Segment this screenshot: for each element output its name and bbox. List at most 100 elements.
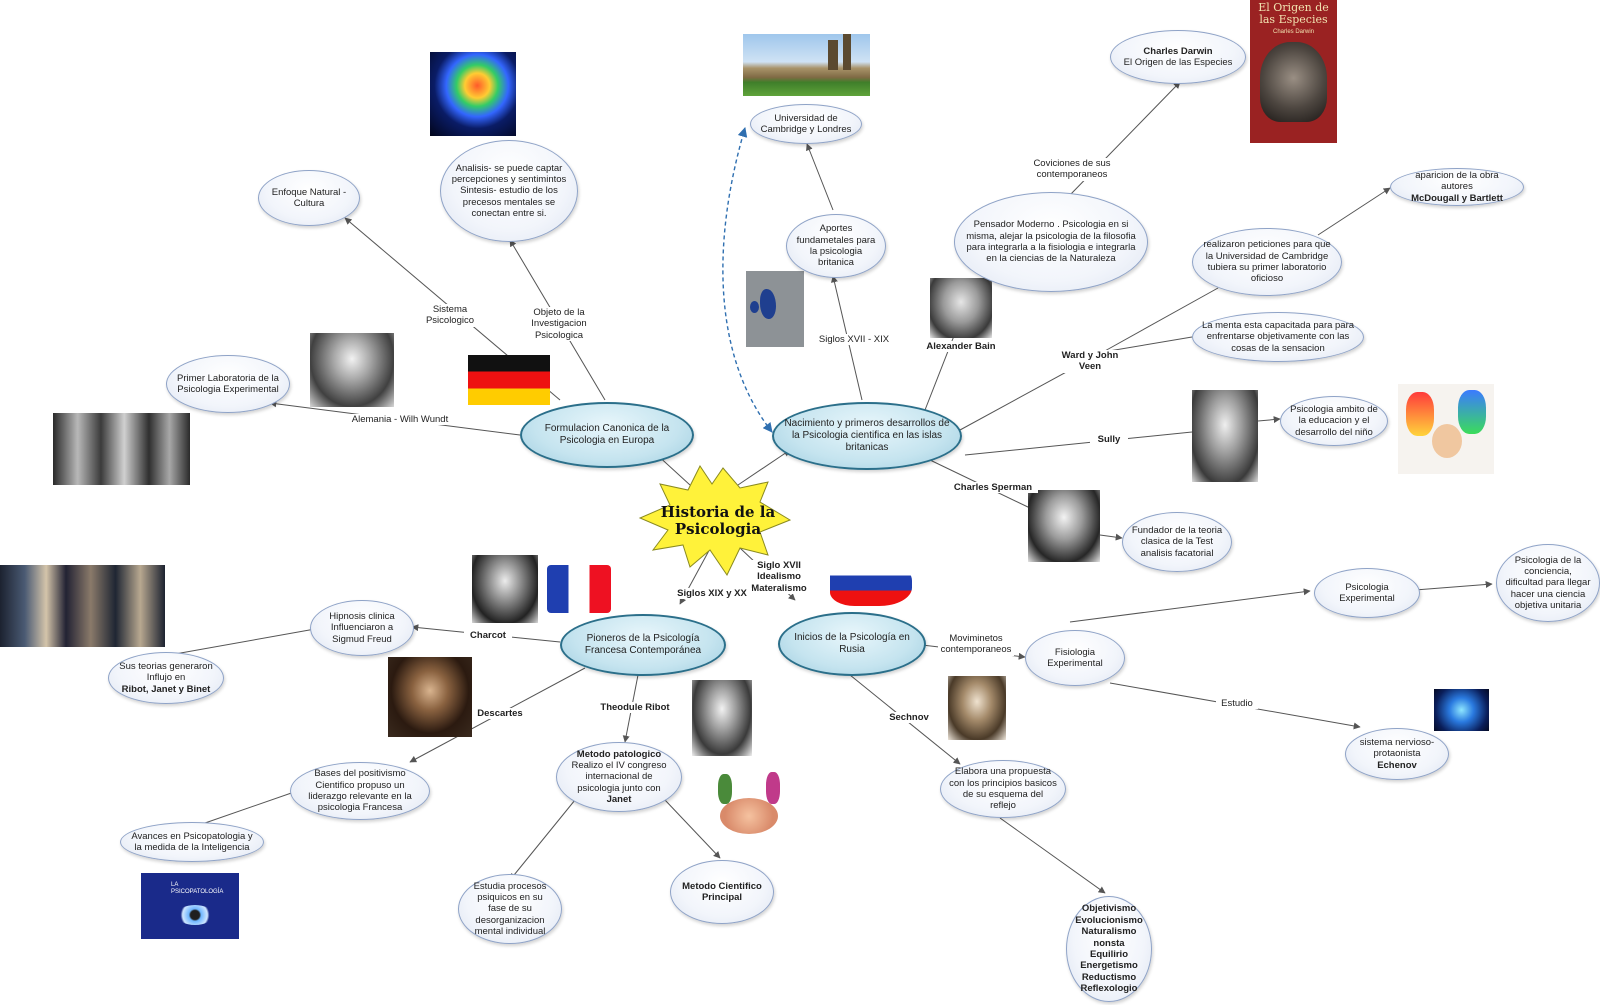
node-formulacion-europa[interactable]: Formulacion Canonica de la Psicologia en… bbox=[520, 402, 694, 468]
node-nacimiento-britanicas[interactable]: Nacimiento y primeros desarrollos de la … bbox=[772, 402, 962, 470]
node-label: Psicologia ambito de la educacion y el d… bbox=[1290, 403, 1378, 438]
node-title: Janet bbox=[606, 794, 632, 806]
node-label: Aportes fundametales para la psicologia … bbox=[796, 223, 876, 269]
descartes-portrait bbox=[388, 657, 472, 737]
label-theodule-ribot: Theodule Ribot bbox=[594, 702, 676, 714]
node-label: Nacimiento y primeros desarrollos de la … bbox=[784, 418, 950, 453]
node-psicologia-experimental[interactable]: Psicologia Experimental bbox=[1314, 568, 1420, 618]
label-siglos-xvii-xix: Siglos XVII - XIX bbox=[815, 334, 893, 346]
node-label: Formulacion Canonica de la Psicologia en… bbox=[544, 423, 670, 446]
wundt-portrait bbox=[310, 333, 394, 407]
node-title: Metodo Cientifico Principal bbox=[682, 880, 762, 903]
node-label: realizaron peticiones para que la Univer… bbox=[1203, 239, 1331, 285]
node-label: Inicios de la Psicología en Rusia bbox=[794, 632, 910, 655]
node-label: Sus teorias generaron Influjo en bbox=[119, 660, 213, 684]
node-hipnosis-clinica[interactable]: Hipnosis clinica Influenciaron a Sigmud … bbox=[310, 600, 414, 656]
node-pensador-moderno[interactable]: Pensador Moderno . Psicologia en si mism… bbox=[954, 192, 1148, 292]
label-descartes: Descartes bbox=[472, 708, 528, 720]
node-metodo-patologico[interactable]: Metodo patologico Realizo el IV congreso… bbox=[556, 742, 682, 812]
spearman-portrait bbox=[1028, 490, 1100, 562]
node-label: Bases del positivismo Cientifico propuso… bbox=[308, 768, 412, 814]
node-cambridge-londres[interactable]: Universidad de Cambridge y Londres bbox=[750, 104, 862, 144]
label-sistema-psicologico: Sistema Psicologico bbox=[418, 304, 482, 327]
russia-map-flag bbox=[830, 560, 912, 606]
label-siglos-xix-xx: Siglos XIX y XX bbox=[672, 588, 752, 600]
label-alexander-bain: Alexander Bain bbox=[918, 341, 1004, 353]
node-label: La menta esta capacitada para para enfre… bbox=[1201, 319, 1355, 354]
node-pioneros-francesa[interactable]: Pioneros de la Psicología Francesa Conte… bbox=[560, 614, 726, 676]
node-metodo-cientifico[interactable]: Metodo Cientifico Principal bbox=[670, 860, 774, 924]
node-label: Realizo el IV congreso internacional de … bbox=[571, 759, 667, 794]
cambridge-photo bbox=[743, 34, 870, 96]
node-label: Hipnosis clinica Influenciaron a Sigmud … bbox=[329, 610, 395, 645]
node-label: Psicologia Experimental bbox=[1339, 581, 1395, 604]
node-label: aparicion de la obra autores bbox=[1415, 169, 1499, 193]
label-coviciones: Coviciones de sus contemporaneos bbox=[1022, 158, 1122, 181]
child-painted-hands-photo bbox=[1398, 384, 1494, 474]
node-sus-teorias[interactable]: Sus teorias generaron Influjo en Ribot, … bbox=[108, 652, 224, 704]
node-avances-psicopatologia[interactable]: Avances en Psicopatologia y la medida de… bbox=[120, 822, 264, 862]
node-label: Estudia procesos psiquicos en su fase de… bbox=[473, 880, 547, 938]
node-inicios-rusia[interactable]: Inicios de la Psicología en Rusia bbox=[778, 612, 926, 676]
node-label: sistema nervioso- protaonista bbox=[1359, 736, 1435, 760]
label-alemania-wundt: Alemania - Wilh Wundt bbox=[340, 414, 460, 426]
node-elabora-propuesta[interactable]: Elabora una propuesta con los principios… bbox=[940, 760, 1066, 818]
label-sechnov: Sechnov bbox=[884, 712, 934, 724]
node-label: Avances en Psicopatologia y la medida de… bbox=[131, 830, 253, 853]
label-ward-john-veen: Ward y John Veen bbox=[1058, 350, 1122, 373]
node-title: McDougall y Bartlett bbox=[1411, 192, 1503, 204]
node-primer-laboratorio[interactable]: Primer Laboratoria de la Psicologia Expe… bbox=[166, 355, 290, 413]
psicopatologia-image: LA PSICOPATOLOGÍA bbox=[141, 873, 239, 939]
label-charcot: Charcot bbox=[464, 630, 512, 642]
node-label: Pioneros de la Psicología Francesa Conte… bbox=[584, 633, 702, 656]
node-fundador-test[interactable]: Fundador de la teoria clasica de la Test… bbox=[1122, 512, 1232, 572]
node-label: Enfoque Natural - Cultura bbox=[271, 186, 347, 209]
node-charles-darwin[interactable]: Charles Darwin El Origen de las Especies bbox=[1110, 30, 1246, 84]
node-label: Analisis- se puede captar percepciones y… bbox=[451, 162, 567, 220]
node-sistema-nervioso[interactable]: sistema nervioso- protaonista Echenov bbox=[1345, 728, 1449, 780]
cartoon-brain-image bbox=[710, 768, 788, 840]
node-psicologia-educacion[interactable]: Psicologia ambito de la educacion y el d… bbox=[1280, 396, 1388, 446]
node-label: Psicologia de la conciencia, dificultad … bbox=[1505, 554, 1591, 612]
british-isles-map bbox=[746, 271, 804, 347]
charcot-lecture-painting bbox=[0, 565, 165, 647]
node-title: Ribot, Janet y Binet bbox=[121, 683, 211, 695]
charcot-portrait bbox=[472, 555, 538, 623]
node-fisiologia-experimental[interactable]: Fisiologia Experimental bbox=[1025, 630, 1125, 686]
label-siglo-xvii-idealismo: Siglo XVII Idealismo Materalismo bbox=[746, 560, 812, 595]
label-charles-sperman: Charles Sperman bbox=[948, 482, 1038, 494]
ribot-portrait bbox=[692, 680, 752, 756]
sechnov-portrait bbox=[948, 676, 1006, 740]
label-estudio: Estudio bbox=[1216, 698, 1258, 710]
center-title-line2: Psicologia bbox=[674, 519, 762, 538]
node-aportes-britanica[interactable]: Aportes fundametales para la psicologia … bbox=[786, 214, 886, 278]
brain-image bbox=[430, 52, 516, 136]
node-menta-capacitada[interactable]: La menta esta capacitada para para enfre… bbox=[1192, 312, 1364, 362]
node-label: Fisiologia Experimental bbox=[1047, 646, 1103, 669]
node-title: Metodo patologico bbox=[576, 748, 662, 760]
neural-network-image bbox=[1434, 689, 1489, 731]
node-analisis-sintesis[interactable]: Analisis- se puede captar percepciones y… bbox=[440, 140, 578, 242]
node-enfoque-natural[interactable]: Enfoque Natural - Cultura bbox=[258, 170, 360, 226]
node-label: Elabora una propuesta con los principios… bbox=[949, 766, 1057, 812]
germany-flag bbox=[468, 355, 550, 405]
node-objetivismo-lista[interactable]: Objetivismo Evolucionismo Naturalismo no… bbox=[1066, 896, 1152, 1002]
node-label: Objetivismo Evolucionismo Naturalismo no… bbox=[1075, 903, 1143, 995]
label-sully: Sully bbox=[1090, 434, 1128, 446]
node-estudia-procesos[interactable]: Estudia procesos psiquicos en su fase de… bbox=[458, 874, 562, 944]
node-peticiones-cambridge[interactable]: realizaron peticiones para que la Univer… bbox=[1192, 228, 1342, 296]
france-flag bbox=[547, 565, 611, 613]
node-label: Universidad de Cambridge y Londres bbox=[760, 112, 852, 135]
wundt-lab-photo bbox=[53, 413, 190, 485]
alexander-bain-portrait bbox=[930, 278, 992, 338]
center-title-line1: Historia de la bbox=[660, 503, 776, 521]
node-psicologia-conciencia[interactable]: Psicologia de la conciencia, dificultad … bbox=[1496, 544, 1600, 622]
node-title: Echenov bbox=[1377, 759, 1417, 771]
center-title[interactable]: Historia de la Psicologia bbox=[652, 504, 784, 537]
node-mcdougall-bartlett[interactable]: aparicion de la obra autores McDougall y… bbox=[1390, 168, 1524, 206]
label-objeto-investigacion: Objeto de la Investigacion Psicologica bbox=[522, 307, 596, 342]
node-bases-positivismo[interactable]: Bases del positivismo Cientifico propuso… bbox=[290, 762, 430, 820]
center-star-shape bbox=[638, 465, 792, 576]
label-movimientos: Moviminetos contemporaneos bbox=[938, 633, 1014, 656]
node-title: Charles Darwin bbox=[1143, 45, 1213, 57]
